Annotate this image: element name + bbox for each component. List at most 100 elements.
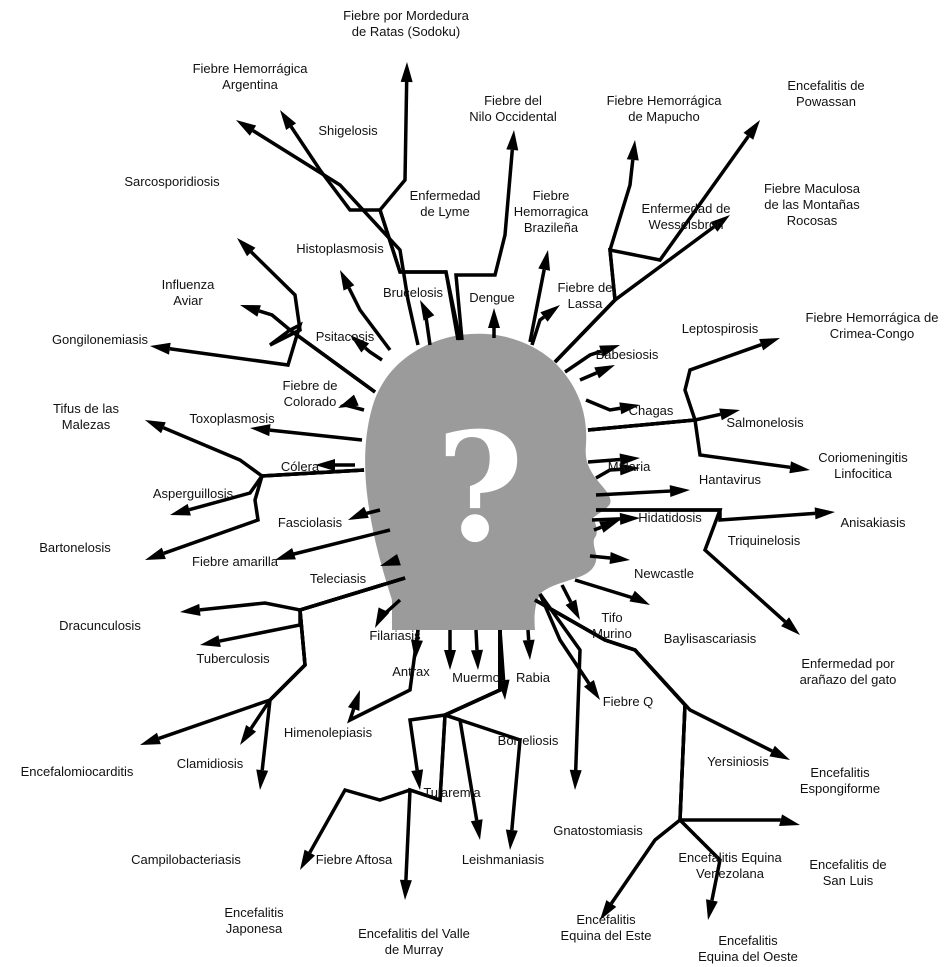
arrow-line: [587, 457, 621, 464]
arrow-line: [526, 629, 531, 641]
arrowhead: [619, 453, 640, 466]
disease-label-tularemia: Tularemia: [423, 785, 481, 800]
disease-label-gongilonemiasis: Gongilonemiasis: [52, 332, 149, 347]
arrowhead: [569, 769, 582, 790]
disease-label-shigelosis: Shigelosis: [318, 123, 378, 138]
label-line: de Ratas (Sodoku): [352, 24, 460, 39]
disease-label-hidatidosis: Hidatidosis: [638, 510, 702, 525]
arrowhead: [150, 342, 171, 355]
arrowhead: [759, 338, 780, 351]
disease-label-anisakiasis: Anisakiasis: [840, 515, 906, 530]
label-line: Filariasis: [369, 628, 421, 643]
disease-label-bartonelosis: Bartonelosis: [39, 540, 111, 555]
label-line: Shigelosis: [318, 123, 378, 138]
label-line: Fiebre amarilla: [192, 554, 279, 569]
arrowhead: [240, 305, 261, 317]
arrows-layer: [140, 62, 835, 920]
arrowhead: [781, 617, 800, 635]
label-line: Fiebre de: [283, 378, 338, 393]
label-line: Fiebre de: [558, 280, 613, 295]
label-line: de Lyme: [420, 204, 469, 219]
label-line: Chagas: [629, 403, 674, 418]
label-line: Clamidiosis: [177, 756, 244, 771]
disease-label-gnatostomiasis: Gnatostomiasis: [553, 823, 643, 838]
disease-label-muermo: Muermo: [452, 670, 500, 685]
label-line: Fiebre Maculosa: [764, 181, 861, 196]
arrowhead: [348, 506, 369, 520]
arrowhead: [275, 547, 296, 560]
label-line: Enfermedad: [410, 188, 481, 203]
arrowhead: [180, 603, 201, 616]
arrowhead: [145, 547, 166, 560]
disease-label-toxoplasmosis: Toxoplasmosis: [189, 411, 275, 426]
arrow-line: [579, 371, 598, 382]
label-line: de Murray: [385, 942, 444, 957]
disease-label-leptospirosis: Leptospirosis: [682, 321, 759, 336]
arrowhead: [411, 639, 423, 660]
label-line: Encefalitis: [224, 905, 284, 920]
label-line: Influenza: [162, 277, 216, 292]
disease-label-histoplasmosis: Histoplasmosis: [296, 241, 384, 256]
arrowhead: [400, 62, 413, 83]
arrowhead: [619, 512, 640, 525]
label-line: Fiebre Q: [603, 694, 654, 709]
label-line: Rocosas: [787, 213, 838, 228]
arrowhead: [779, 814, 800, 826]
arrowhead: [583, 680, 600, 700]
arrowhead: [789, 461, 810, 474]
label-line: Enfermedad por: [801, 656, 895, 671]
arrowhead: [594, 365, 615, 379]
label-line: Tifo: [601, 610, 622, 625]
arrowhead: [170, 503, 191, 516]
arrowhead: [399, 879, 412, 900]
disease-label-psitacosis: Psitacosis: [316, 329, 375, 344]
arrowhead: [619, 463, 640, 476]
arrowhead: [538, 250, 551, 271]
arrowhead: [769, 745, 790, 760]
arrow-line: [553, 225, 715, 364]
label-line: Salmonelosis: [726, 415, 804, 430]
arrowhead: [626, 140, 639, 161]
disease-label-malaria: Malaria: [608, 459, 651, 474]
label-line: Yersiniosis: [707, 754, 769, 769]
label-line: Argentina: [222, 77, 278, 92]
label-line: Malaria: [608, 459, 651, 474]
label-line: Dengue: [469, 290, 515, 305]
label-line: Hantavirus: [699, 472, 762, 487]
disease-label-leishmaniasis: Leishmaniasis: [462, 852, 545, 867]
label-line: Wesselsbron: [649, 217, 724, 232]
label-line: Gongilonemiasis: [52, 332, 149, 347]
label-line: Brazileña: [524, 220, 579, 235]
disease-label-colera: Cólera: [281, 459, 320, 474]
label-line: Fiebre Aftosa: [316, 852, 393, 867]
arrow-line: [538, 592, 582, 771]
label-line: Dracunculosis: [59, 618, 141, 633]
label-line: Tularemia: [423, 785, 481, 800]
arrowhead: [444, 650, 456, 670]
label-line: Colorado: [284, 394, 337, 409]
arrow-line: [252, 129, 420, 346]
disease-label-chagas: Chagas: [629, 403, 674, 418]
disease-label-tuberculosis: Tuberculosis: [196, 651, 270, 666]
arrow-line: [440, 630, 522, 831]
arrowhead: [411, 769, 424, 790]
label-line: Psitacosis: [316, 329, 375, 344]
label-line: Linfocitica: [834, 466, 893, 481]
label-line: Baylisascariasis: [664, 631, 757, 646]
arrow-line: [454, 149, 515, 341]
